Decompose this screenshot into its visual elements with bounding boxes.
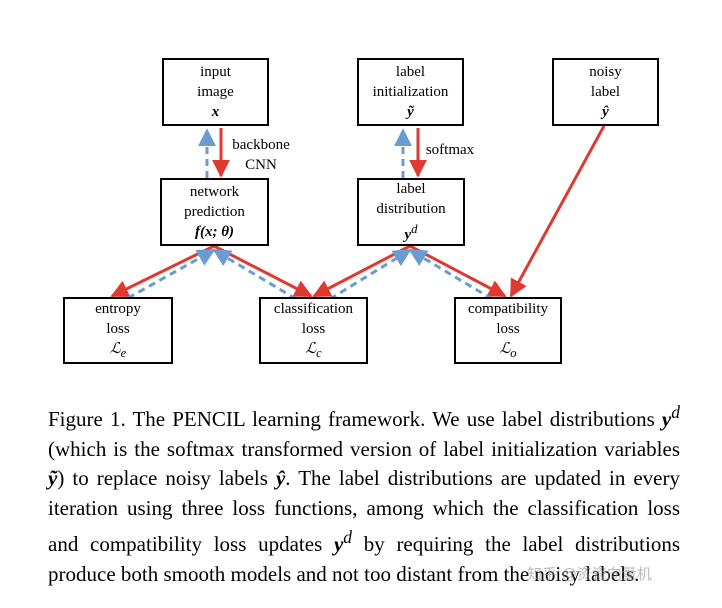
- label-distribution-sup: d: [411, 222, 418, 236]
- entropy-loss-math-wrap: ℒe: [110, 339, 126, 363]
- label-distribution-box: label distribution yd: [357, 178, 465, 246]
- arrow-noisy-to-compatibility: [509, 125, 606, 298]
- label-init-line2: initialization: [372, 84, 449, 100]
- caption-math-2: ỹ: [48, 466, 58, 490]
- compatibility-loss-math: ℒ: [499, 340, 511, 357]
- figure-caption: Figure 1. The PENCIL learning framework.…: [48, 398, 680, 589]
- noisy-label-line1: noisy: [589, 64, 622, 80]
- classification-loss-sub: c: [316, 345, 322, 360]
- entropy-loss-line1: entropy: [95, 300, 141, 317]
- softmax-label-text: softmax: [425, 142, 475, 158]
- caption-math-4: y: [333, 532, 344, 556]
- arrow-network-to-classification: [213, 244, 313, 298]
- softmax-label: softmax: [419, 140, 481, 160]
- arrow-distribution-to-classification: [312, 244, 411, 298]
- classification-loss-line2: loss: [301, 320, 326, 337]
- backbone-label-line2: CNN: [245, 157, 277, 173]
- network-prediction-math: f(x; θ): [194, 224, 235, 240]
- caption-math-1: y: [661, 407, 672, 431]
- arrow-distribution-to-compatibility: [409, 244, 507, 298]
- caption-math-1-sup: d: [671, 402, 680, 422]
- classification-loss-math: ℒ: [305, 340, 317, 357]
- caption-part-3: ) to replace noisy labels: [57, 466, 276, 490]
- compatibility-loss-sub: o: [510, 345, 517, 360]
- network-prediction-line2: prediction: [184, 204, 245, 220]
- caption-part-4: . The label distributions are updated in…: [48, 466, 680, 556]
- compatibility-loss-line2: loss: [496, 320, 520, 337]
- noisy-label-line2: label: [590, 84, 621, 100]
- input-image-math: x: [211, 104, 220, 120]
- input-image-box: input image x: [162, 58, 269, 126]
- watermark-text: 知乎 @资瓷向量机: [527, 565, 652, 583]
- network-prediction-line1: network: [189, 184, 240, 200]
- input-image-line1: input: [200, 64, 231, 80]
- label-distribution-math-wrap: yd: [405, 219, 418, 245]
- classification-loss-line1: classification: [273, 300, 354, 317]
- classification-loss-box: classification loss ℒc: [259, 297, 368, 364]
- diagram-arrows: [110, 125, 606, 301]
- caption-math-3: ŷ: [275, 466, 286, 490]
- label-init-line1: label: [395, 64, 426, 80]
- backbone-cnn-label: backbone CNN: [226, 135, 296, 175]
- caption-part-1: Figure 1. The PENCIL learning framework.…: [48, 407, 662, 431]
- input-image-line2: image: [197, 84, 234, 100]
- caption-part-2: (which is the softmax transformed versio…: [48, 436, 680, 461]
- arrow-compatibility-to-distribution-backprop: [408, 248, 493, 301]
- caption-math-4-sup: d: [343, 527, 353, 547]
- label-distribution-line1: label: [396, 181, 426, 197]
- compatibility-loss-line1: compatibility: [468, 300, 548, 317]
- arrow-network-to-entropy: [110, 244, 215, 298]
- entropy-loss-line2: loss: [106, 320, 130, 337]
- compatibility-loss-box: compatibility loss ℒo: [454, 297, 562, 364]
- label-init-math: ỹ: [407, 104, 414, 120]
- arrow-entropy-to-network-backprop: [127, 248, 216, 300]
- noisy-label-math: ŷ: [602, 104, 609, 120]
- label-initialization-box: label initialization ỹ: [357, 58, 464, 126]
- caption-part-5: by requiring the label distributions pro…: [48, 532, 680, 586]
- entropy-loss-sub: e: [120, 345, 127, 360]
- network-prediction-box: network prediction f(x; θ): [160, 178, 269, 246]
- backbone-label-line1: backbone: [232, 137, 290, 153]
- noisy-label-box: noisy label ŷ: [552, 58, 659, 126]
- arrow-classification-to-network-backprop: [212, 248, 297, 301]
- label-distribution-line2: distribution: [376, 201, 446, 217]
- label-distribution-math: y: [404, 227, 412, 243]
- entropy-loss-box: entropy loss ℒe: [63, 297, 173, 364]
- classification-loss-math-wrap: ℒc: [305, 339, 321, 363]
- compatibility-loss-math-wrap: ℒo: [499, 339, 516, 363]
- entropy-loss-math: ℒ: [109, 340, 121, 357]
- arrow-classification-to-distribution-backprop: [329, 248, 412, 301]
